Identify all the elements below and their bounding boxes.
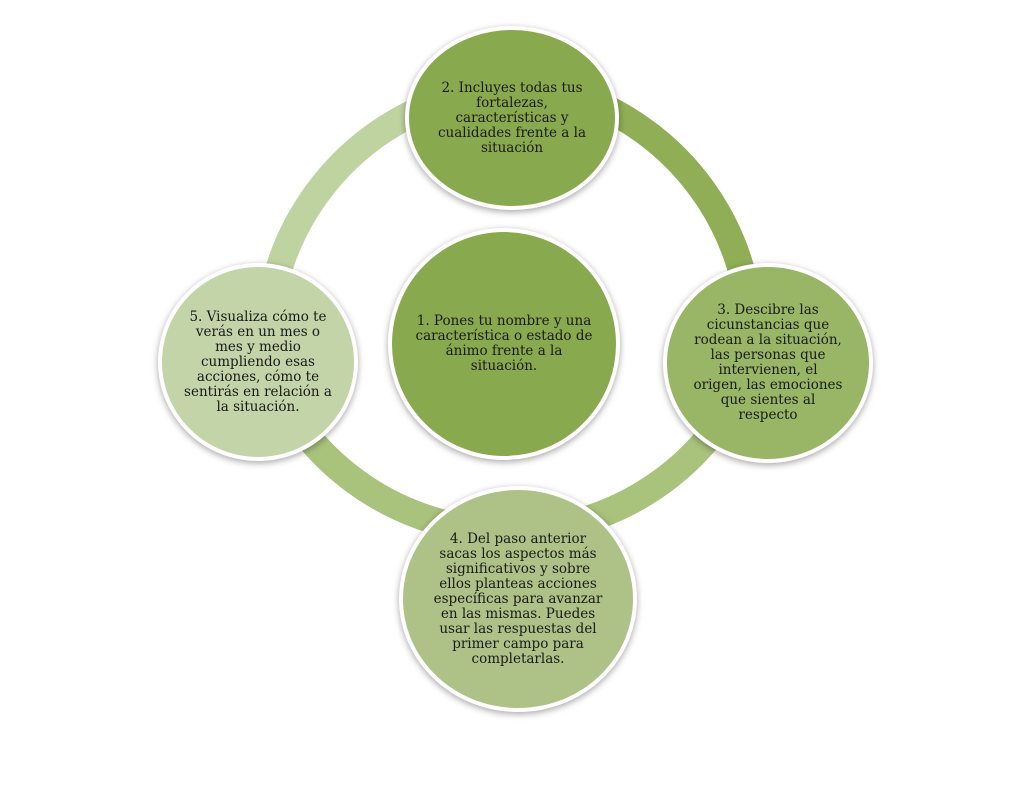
step-3-node: 3. Descibre las cicunstancias que rodean… [663,263,873,463]
center-step-1-text: 1. Pones tu nombre y una característica … [415,313,593,374]
center-step-1-node: 1. Pones tu nombre y una característica … [388,228,620,460]
step-4-node: 4. Del paso anterior sacas los aspectos … [399,486,637,712]
step-2-node: 2. Incluyes todas tus fortalezas, caract… [405,26,619,210]
step-2-text: 2. Incluyes todas tus fortalezas, caract… [437,79,587,156]
step-5-text: 5. Visualiza cómo te verás en un mes o m… [184,308,332,415]
step-3-text: 3. Descibre las cicunstancias que rodean… [693,302,843,423]
step-5-node: 5. Visualiza cómo te verás en un mes o m… [158,263,358,461]
step-4-text: 4. Del paso anterior sacas los aspectos … [433,530,603,667]
